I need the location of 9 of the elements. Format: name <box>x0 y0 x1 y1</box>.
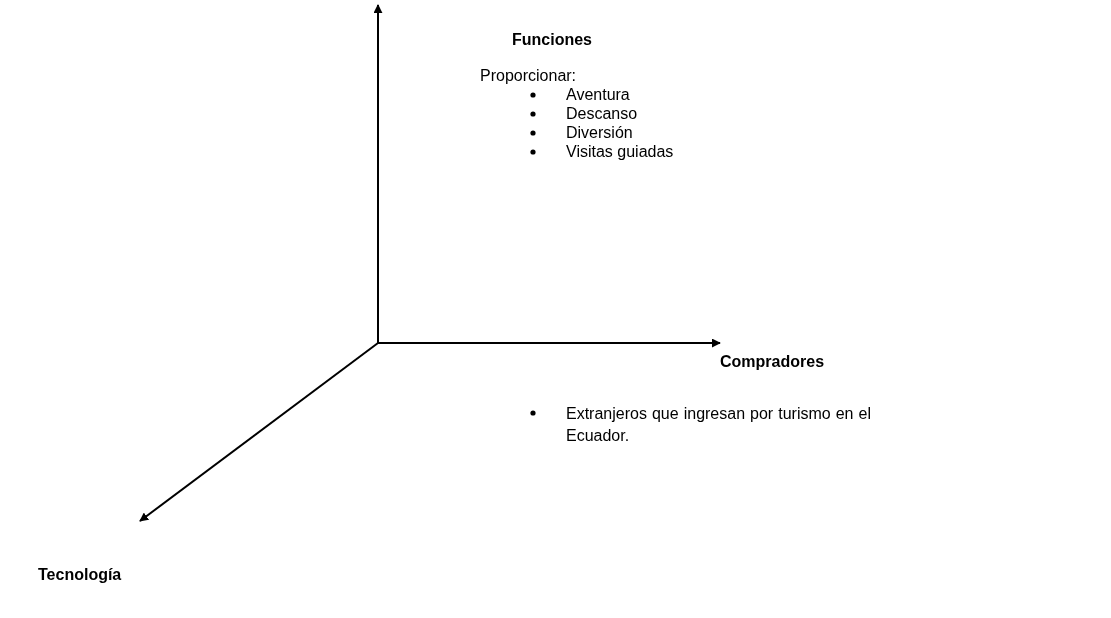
list-item: Diversión <box>566 123 634 142</box>
label-text: Proporcionar: <box>480 66 578 85</box>
axis-title: Tecnología <box>38 565 123 584</box>
list-item: Descanso <box>566 104 639 123</box>
list-item: Extranjeros que ingresan por turismo en el Ecuador. <box>566 404 871 446</box>
list-item: Visitas guiadas <box>566 142 675 161</box>
list-item: Aventura <box>566 85 631 104</box>
axis-title: Funciones <box>512 30 593 49</box>
axis-title: Compradores <box>720 352 826 371</box>
